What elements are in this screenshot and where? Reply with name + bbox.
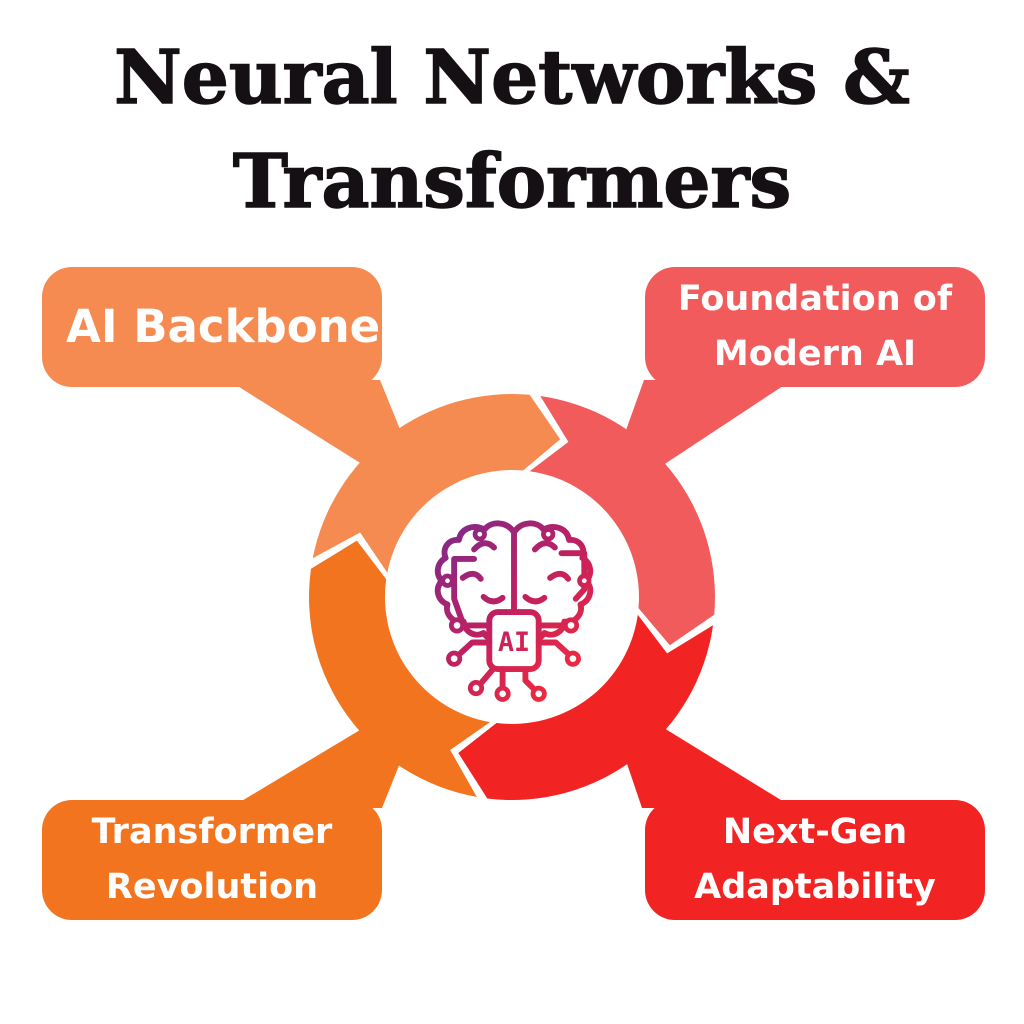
circuit-node: [541, 527, 556, 542]
callout-transformer-revolution: Transformer Revolution: [42, 800, 382, 920]
callout-label: Next-Gen: [722, 812, 908, 852]
circuit-node: [440, 573, 455, 588]
callout-label: Foundation of: [677, 279, 953, 319]
ring-segment-bottom-right: [458, 614, 713, 801]
circuit-node: [564, 650, 581, 667]
circuit-node: [467, 680, 485, 697]
brain-fold: [531, 540, 558, 553]
callout-ai-backbone: AI Backbone: [42, 267, 382, 387]
circuit-node: [562, 617, 580, 634]
callout-label: Revolution: [105, 867, 319, 907]
circuit-node: [530, 685, 547, 702]
circuit-trace: [535, 639, 571, 656]
brain-fold: [471, 540, 497, 553]
callout-next-gen-adaptability: Next-Gen Adaptability: [645, 800, 985, 920]
circuit-trace: [522, 666, 537, 692]
callout-label: AI Backbone: [66, 300, 381, 353]
brain-fold: [480, 593, 506, 605]
title-line-2: Transformers: [232, 138, 792, 226]
circuit-node: [446, 650, 463, 667]
callout-label: Transformer: [91, 812, 333, 852]
title-line-1: Neural Networks &: [113, 34, 910, 122]
ring-segment-top-right: [529, 396, 715, 646]
circuit-trace: [457, 639, 493, 656]
callout-label: Modern AI: [713, 334, 917, 374]
circuit-trace: [478, 666, 497, 686]
ai-brain-circuit-icon: AI: [434, 520, 594, 702]
callout-label: Adaptability: [694, 867, 936, 907]
callout-foundation-of-modern-ai: Foundation of Modern AI: [645, 267, 985, 387]
brain-fold: [547, 570, 572, 582]
page-title: Neural Networks & Transformers: [0, 26, 1024, 234]
circuit-node: [472, 527, 487, 542]
circuit-node: [577, 573, 592, 588]
brain-fold: [522, 593, 548, 605]
ring-segment-bottom-left: [309, 540, 490, 797]
brain-fold: [459, 570, 484, 582]
circuit-frame-right: [558, 550, 588, 602]
circuit-node: [494, 685, 511, 702]
chip-label: AI: [498, 627, 530, 658]
ring-segment-top-left: [312, 394, 561, 573]
circuit-node: [448, 617, 466, 634]
